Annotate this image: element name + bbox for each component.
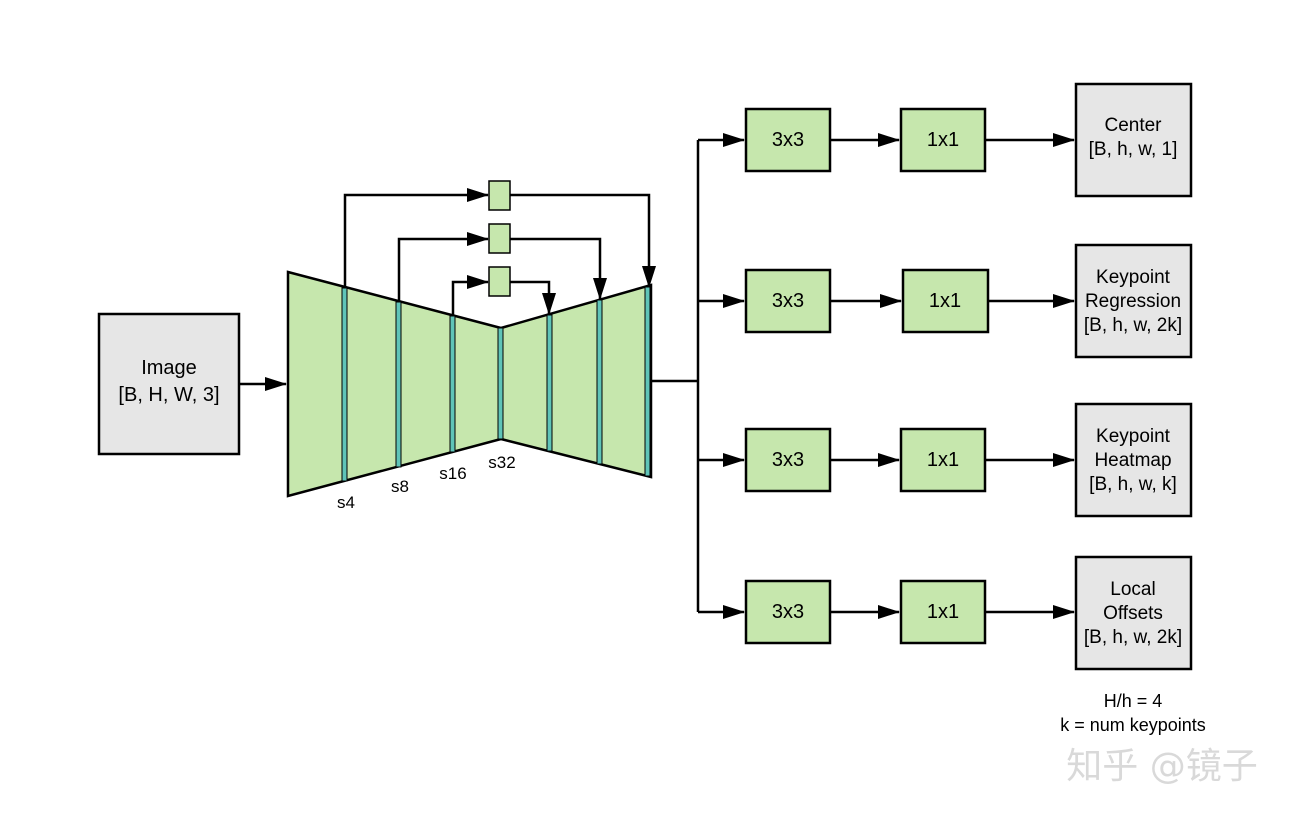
conv1x1-label: 1x1 [927, 449, 959, 471]
stride-label-s16: s16 [439, 464, 466, 483]
watermark: 知乎 @镜子 [1066, 746, 1257, 787]
head-branch-lines [651, 133, 745, 619]
output-title-line2: Heatmap [1094, 450, 1171, 471]
output-local-offsets-box [1074, 555, 1193, 671]
input-image-block: Image [B, H, W, 3] [97, 312, 241, 456]
note-k-definition: k = num keypoints [1060, 715, 1206, 735]
input-image-shape: [B, H, W, 3] [118, 384, 219, 406]
lateral-block-s8 [488, 223, 511, 254]
output-title-line1: Keypoint [1096, 426, 1171, 447]
skip-arrow-s8-out [510, 237, 607, 300]
conv3x3-label: 3x3 [772, 129, 804, 151]
stripe-up-4 [644, 286, 651, 477]
output-shape: [B, h, w, k] [1089, 474, 1177, 495]
output-title-line1: Local [1110, 579, 1155, 600]
skip-arrow-s16-out [510, 280, 556, 315]
head-row-keypoint-heatmap: 3x3 1x1 Keypoint Heatmap [B, h, w, k] [744, 402, 1193, 518]
output-title: Center [1104, 115, 1162, 136]
output-title-line1: Keypoint [1096, 267, 1171, 288]
skip-arrow-s8-in [397, 232, 489, 303]
lateral-block-s4 [488, 180, 511, 211]
decoder-trapezoid [499, 283, 653, 479]
input-image-title: Image [141, 357, 197, 379]
encoder-trapezoid [286, 270, 503, 498]
lateral-block-s16 [488, 266, 511, 297]
head-row-keypoint-regression: 3x3 1x1 Keypoint Regression [B, h, w, 2k… [744, 243, 1193, 359]
conv3x3-label: 3x3 [772, 449, 804, 471]
head-row-center: 3x3 1x1 Center [B, h, w, 1] [744, 82, 1193, 198]
conv1x1-label: 1x1 [929, 290, 961, 312]
output-title-line2: Offsets [1103, 603, 1163, 624]
output-title-line2: Regression [1085, 291, 1181, 312]
stripe-s8 [395, 301, 402, 468]
conv1x1-label: 1x1 [927, 601, 959, 623]
stride-label-s4: s4 [337, 493, 355, 512]
stripe-up-8 [596, 299, 603, 465]
conv3x3-block [744, 579, 832, 645]
output-center-box [1074, 82, 1193, 198]
conv3x3-label: 3x3 [772, 601, 804, 623]
output-keypoint-regression-box [1074, 243, 1193, 359]
stripe-s32 [497, 327, 504, 440]
conv3x3-block [744, 427, 832, 493]
skip-arrow-s16-in [451, 275, 489, 318]
conv1x1-block [899, 427, 987, 493]
output-keypoint-heatmap-box [1074, 402, 1193, 518]
skip-arrow-s4-in [343, 188, 489, 289]
lateral-blocks [488, 180, 511, 297]
stride-label-s8: s8 [391, 477, 409, 496]
head-row-local-offsets: 3x3 1x1 Local Offsets [B, h, w, 2k] [744, 555, 1193, 671]
stride-label-s32: s32 [488, 453, 515, 472]
skip-arrow-s4-out [510, 193, 656, 288]
stripe-up-16 [546, 314, 553, 452]
skip-connections [343, 188, 656, 318]
conv1x1-label: 1x1 [927, 129, 959, 151]
note-h-ratio: H/h = 4 [1104, 691, 1163, 711]
backbone-hourglass: s4 s8 s16 s32 [286, 270, 653, 512]
stripe-s4 [341, 287, 348, 482]
feature-stripes [341, 286, 651, 482]
output-shape: [B, h, w, 2k] [1084, 315, 1182, 336]
conv3x3-label: 3x3 [772, 290, 804, 312]
conv1x1-block [901, 268, 990, 334]
output-shape: [B, h, w, 1] [1089, 139, 1178, 160]
output-shape: [B, h, w, 2k] [1084, 627, 1182, 648]
conv1x1-block [899, 579, 987, 645]
stripe-s16 [449, 315, 456, 453]
